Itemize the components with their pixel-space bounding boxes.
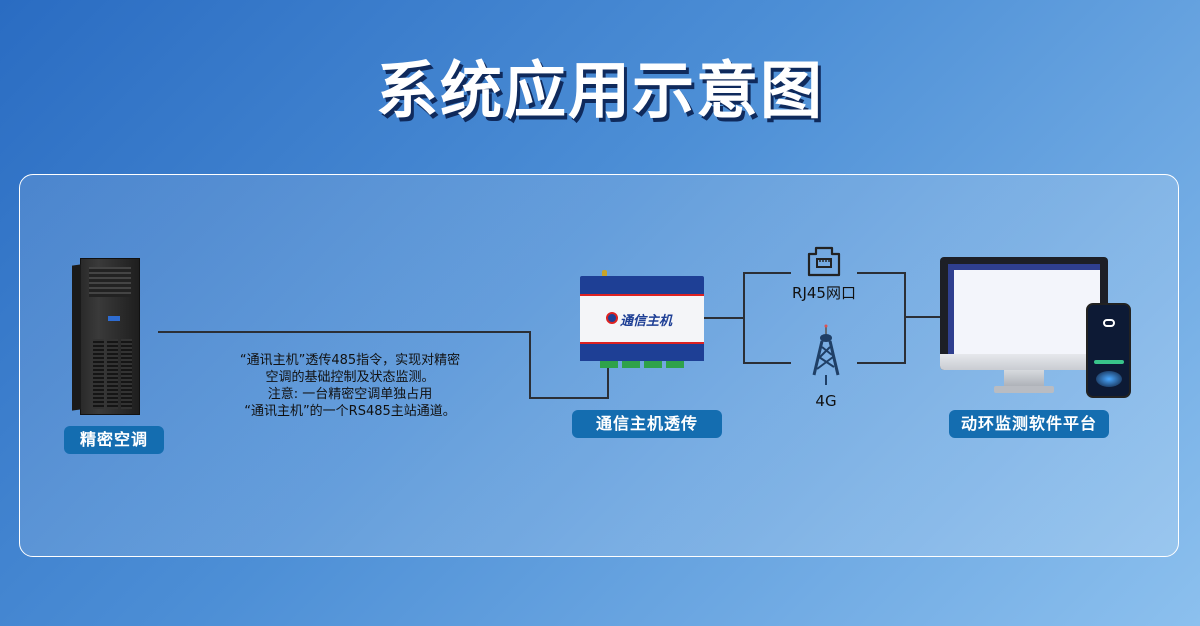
- monitor-icon: [940, 257, 1108, 370]
- connector-line: [857, 362, 906, 364]
- precision-air-conditioner-icon: [72, 258, 140, 415]
- connector-line: [743, 362, 791, 364]
- connector-line: [857, 272, 906, 274]
- connector-line: [158, 331, 531, 333]
- software-screen: [948, 264, 1100, 354]
- note-line: “通讯主机”透传485指令，实现对精密: [239, 353, 461, 368]
- comm-host-label: 通信主机透传: [572, 410, 722, 438]
- 4g-label: 4G: [815, 392, 837, 410]
- description-note: “通讯主机”透传485指令，实现对精密 空调的基础控制及状态监测。 注意: 一台…: [205, 352, 495, 420]
- page-title: 系统应用示意图: [375, 54, 824, 127]
- cell-tower-icon: [812, 324, 840, 385]
- rj45-port-icon: [807, 246, 841, 277]
- platform-label: 动环监测软件平台: [949, 410, 1109, 438]
- connector-line: [743, 272, 745, 364]
- connector-line: [904, 316, 941, 318]
- mobile-phone-icon: [1086, 303, 1131, 398]
- connector-line: [904, 272, 906, 364]
- note-line: 注意: 一台精密空调单独占用: [267, 387, 433, 402]
- note-line: 空调的基础控制及状态监测。: [265, 370, 435, 385]
- monitor-stand: [1004, 370, 1044, 388]
- device-name: 通信主机: [620, 314, 673, 329]
- connector-line: [743, 272, 791, 274]
- connector-line: [529, 397, 609, 399]
- communication-host-device-icon: 通信主机: [580, 270, 704, 368]
- rj45-label: RJ45网口: [792, 284, 856, 302]
- monitor-chin: [940, 354, 1108, 370]
- connector-line: [529, 331, 531, 399]
- connector-line: [704, 317, 745, 319]
- brand-logo-icon: [606, 312, 618, 324]
- air-conditioner-label: 精密空调: [64, 426, 164, 454]
- monitor-base: [994, 386, 1054, 393]
- connector-line: [607, 368, 609, 399]
- note-line: “通讯主机”的一个RS485主站通道。: [244, 404, 456, 419]
